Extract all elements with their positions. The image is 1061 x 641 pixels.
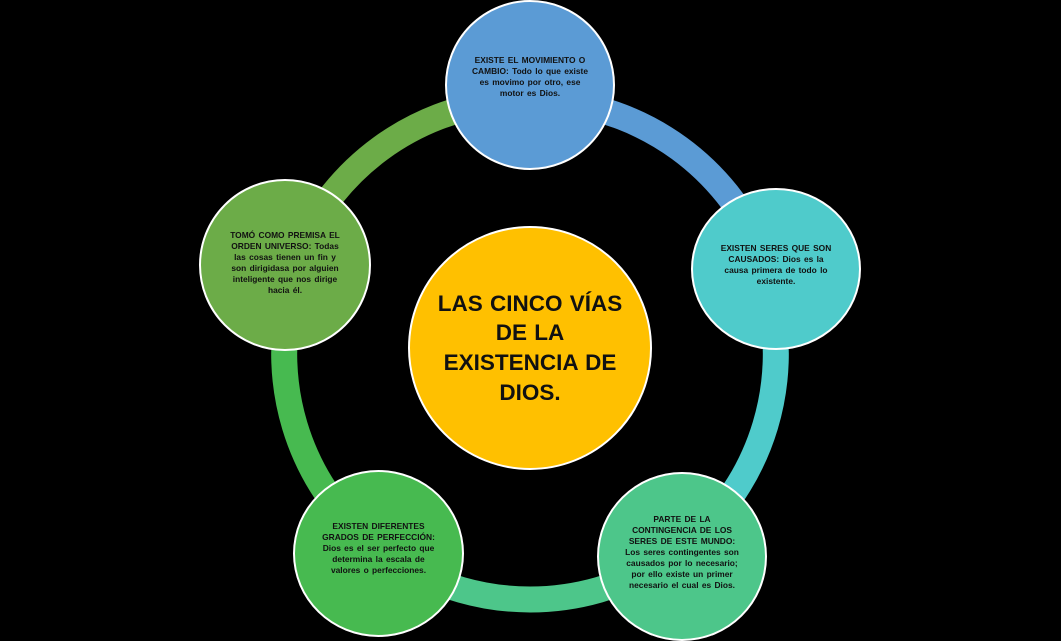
node-contingencia: PARTE DE LA CONTINGENCIA DE LOS SERES DE…: [597, 472, 767, 641]
node-orden: TOMÓ COMO PREMISA EL ORDEN UNIVERSO: Tod…: [199, 179, 371, 351]
node-movimiento: EXISTE EL MOVIMIENTO O CAMBIO: Todo lo q…: [445, 0, 615, 170]
node-causados: EXISTEN SERES QUE SON CAUSADOS: Dios es …: [691, 188, 861, 350]
node-perfeccion: EXISTEN DIFERENTES GRADOS DE PERFECCIÓN:…: [293, 470, 464, 637]
node-movimiento-text: EXISTE EL MOVIMIENTO O CAMBIO: Todo lo q…: [472, 54, 588, 99]
center-topic-text: LAS CINCO VÍAS DE LA EXISTENCIA DE DIOS.: [437, 290, 623, 405]
node-causados-text: EXISTEN SERES QUE SON CAUSADOS: Dios es …: [720, 242, 832, 287]
node-contingencia-text: PARTE DE LA CONTINGENCIA DE LOS SERES DE…: [625, 513, 739, 591]
center-topic: LAS CINCO VÍAS DE LA EXISTENCIA DE DIOS.: [408, 226, 652, 470]
node-perfeccion-text: EXISTEN DIFERENTES GRADOS DE PERFECCIÓN:…: [322, 520, 435, 576]
node-orden-text: TOMÓ COMO PREMISA EL ORDEN UNIVERSO: Tod…: [230, 229, 340, 296]
